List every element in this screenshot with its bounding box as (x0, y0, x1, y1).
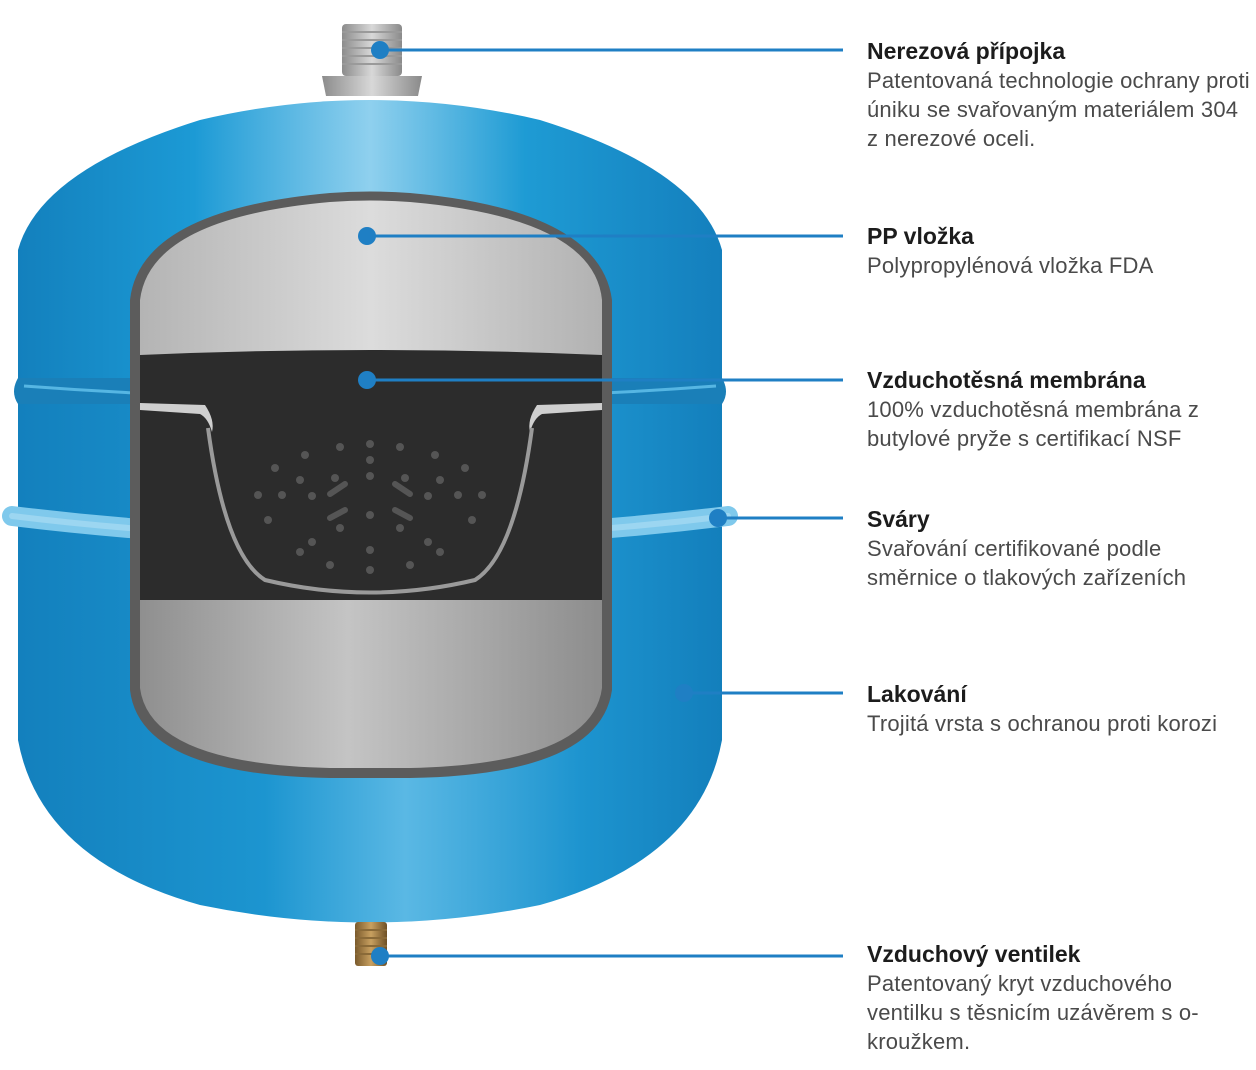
callout-description: 100% vzduchotěsná membrána z butylové pr… (867, 397, 1200, 451)
callout-title: Vzduchový ventilek (867, 941, 1081, 967)
stainless-fitting (322, 24, 422, 96)
callout-title: Vzduchotěsná membrána (867, 367, 1146, 393)
callout-description: Patentovaná technologie ochrany proti ún… (867, 68, 1250, 151)
callout-welds: Sváry Svařování certifikované podle směr… (867, 505, 1252, 592)
callout-description: Svařování certifikované podle směrnice o… (867, 536, 1187, 590)
callout-description: Patentovaný kryt vzduchového ventilku s … (867, 971, 1199, 1054)
callout-description: Polypropylénová vložka FDA (867, 253, 1154, 278)
callout-air-valve: Vzduchový ventilek Patentovaný kryt vzdu… (867, 940, 1252, 1056)
callout-title: Lakování (867, 681, 967, 707)
callout-description: Trojitá vrsta s ochranou proti korozi (867, 711, 1218, 736)
callout-coating: Lakování Trojitá vrsta s ochranou proti … (867, 680, 1252, 738)
callout-stainless-fitting: Nerezová přípojka Patentovaná technologi… (867, 37, 1252, 153)
butyl-membrane (140, 350, 602, 600)
callout-title: PP vložka (867, 223, 974, 249)
callout-pp-liner: PP vložka Polypropylénová vložka FDA (867, 222, 1252, 280)
callout-lines (358, 41, 843, 965)
callout-title: Sváry (867, 506, 930, 532)
callout-title: Nerezová přípojka (867, 38, 1066, 64)
callout-membrane: Vzduchotěsná membrána 100% vzduchotěsná … (867, 366, 1252, 453)
